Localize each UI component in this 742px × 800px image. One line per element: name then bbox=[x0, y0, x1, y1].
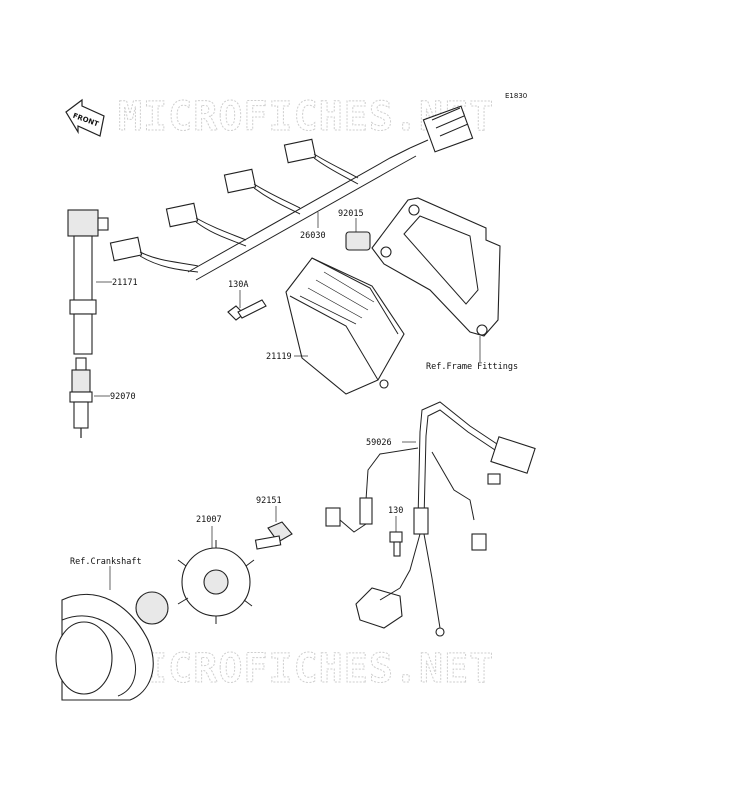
label-92015: 92015 bbox=[338, 209, 364, 219]
watermark-bottom: MICROFICHES.NET bbox=[118, 646, 494, 692]
label-21007: 21007 bbox=[196, 515, 222, 525]
ref-frame-fittings: Ref.Frame Fittings bbox=[426, 362, 518, 372]
label-92070: 92070 bbox=[110, 392, 136, 402]
label-92151: 92151 bbox=[256, 496, 282, 506]
rotor-gear-21007 bbox=[177, 540, 255, 624]
ecu-21119 bbox=[285, 257, 405, 395]
label-130a: 130A bbox=[228, 280, 248, 290]
bolt-92151 bbox=[254, 521, 293, 550]
stick-coil-21171 bbox=[67, 209, 109, 355]
collar-92015 bbox=[345, 231, 371, 251]
sub-harness-59026 bbox=[325, 401, 536, 637]
front-arrow-icon: FRONT bbox=[65, 98, 105, 137]
bolt-130 bbox=[389, 531, 403, 557]
bolt-130a bbox=[227, 299, 267, 321]
label-21171: 21171 bbox=[112, 278, 138, 288]
diagram-id: E1830 bbox=[505, 92, 527, 100]
label-59026: 59026 bbox=[366, 438, 392, 448]
main-harness-26030 bbox=[109, 105, 474, 281]
label-26030: 26030 bbox=[300, 231, 326, 241]
ref-crankshaft: Ref.Crankshaft bbox=[70, 557, 142, 567]
label-21119: 21119 bbox=[266, 352, 292, 362]
spark-plug-92070 bbox=[69, 357, 93, 438]
crankshaft-gear bbox=[55, 591, 169, 701]
bracket-frame-fitting bbox=[371, 197, 501, 337]
label-130: 130 bbox=[388, 506, 403, 516]
